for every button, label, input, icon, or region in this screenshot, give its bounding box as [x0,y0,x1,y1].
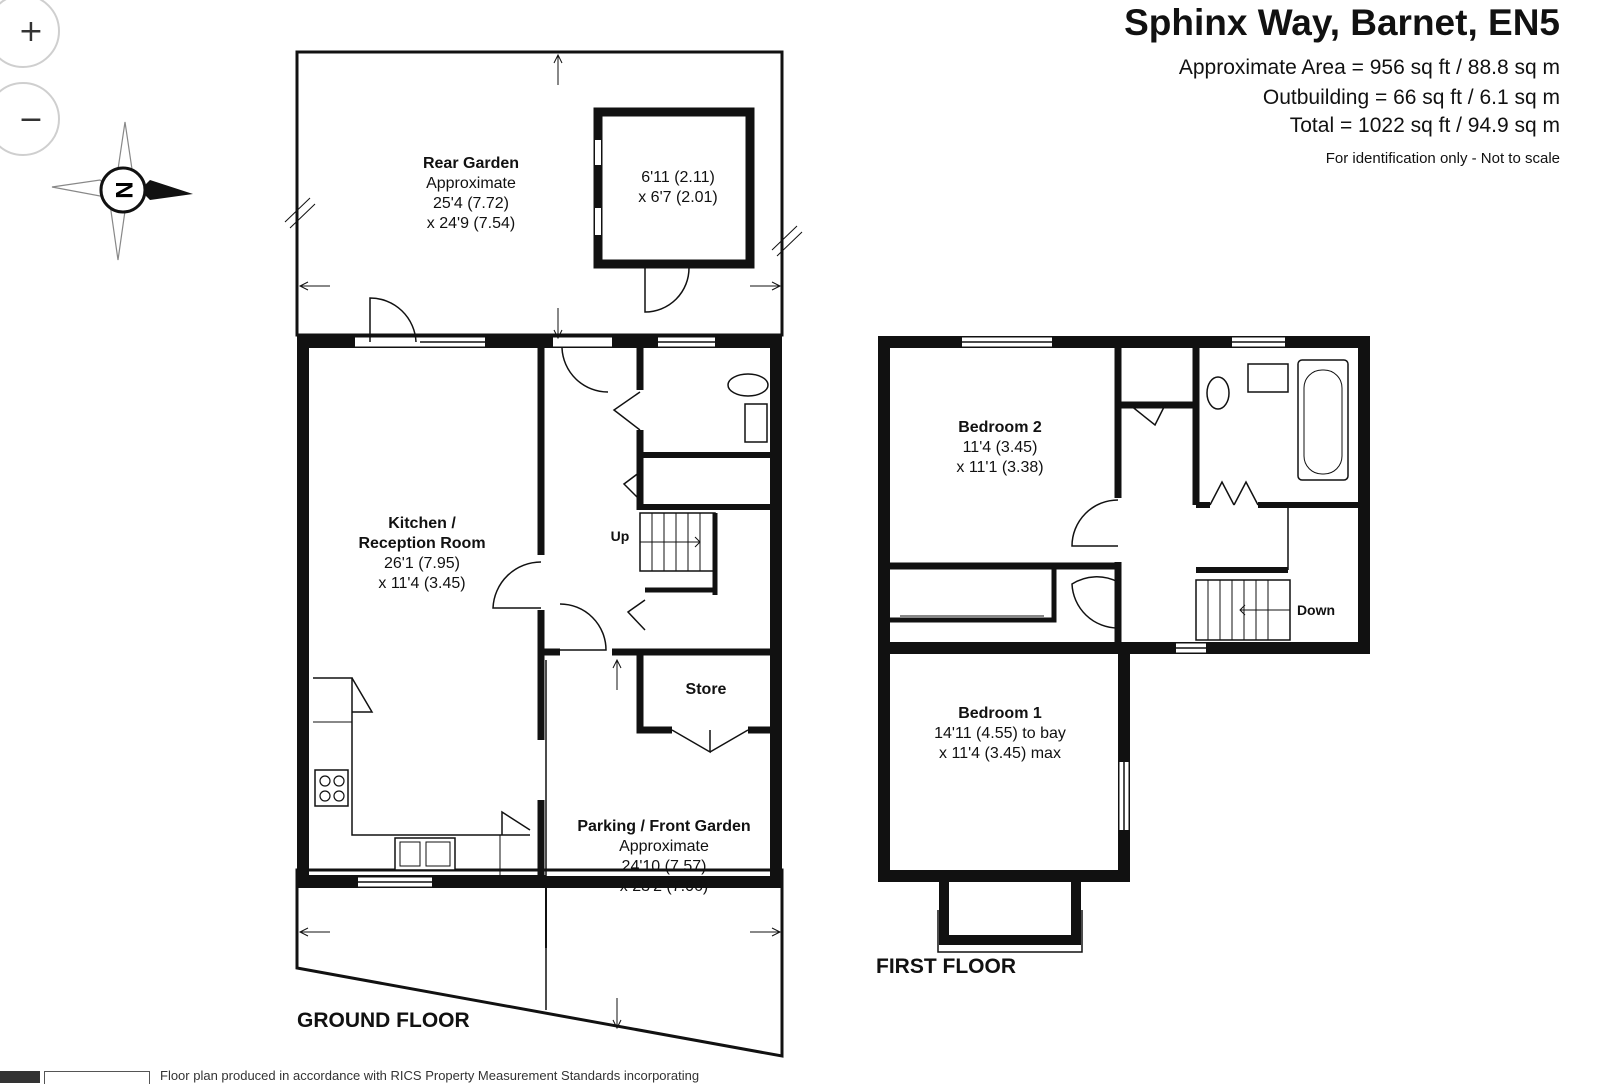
bedroom1-name: Bedroom 1 [958,705,1042,722]
parking-approx: Approximate [619,838,709,855]
parking-dim2: x 23'2 (7.06) [620,878,708,895]
sink-icon [394,837,456,871]
hob-icon [314,769,349,807]
ground-floor-label: GROUND FLOOR [297,1009,470,1032]
bath-icon [1297,359,1349,481]
outbuilding-door-icon [644,267,690,313]
toilet-icon-first [1206,376,1230,410]
bedroom2-name: Bedroom 2 [958,419,1042,436]
kitchen-dim1: 26'1 (7.95) [384,555,460,572]
toilet-icon [727,373,769,397]
back-door-icon [369,297,417,343]
bedroom1-dim1: 14'11 (4.55) to bay [934,725,1066,742]
zoom-out-button[interactable]: − [0,82,60,156]
first-stairs [1195,579,1291,641]
zoom-in-button[interactable]: + [0,0,60,68]
bedroom2-dim2: x 11'1 (3.38) [956,459,1043,476]
ground-stairs [639,512,716,572]
identification-note: For identification only - Not to scale [1325,150,1560,167]
stairs-up-label: Up [611,528,630,544]
store-label: Store [686,681,727,698]
ground-floor-plan: Rear Garden Approximate 25'4 (7.72) x 24… [284,50,803,1058]
first-floor-lower-walls [878,648,1130,882]
first-floor-label: FIRST FLOOR [876,955,1016,978]
bedroom2-dim1: 11'4 (3.45) [963,439,1038,456]
front-garden-outline [295,868,784,1058]
kitchen-dim2: x 11'4 (3.45) [378,575,465,592]
stairs-down-label: Down [1297,602,1335,618]
parking-name: Parking / Front Garden [577,818,750,835]
rear-garden-outline [295,50,784,337]
rear-garden-dim1: 25'4 (7.72) [433,195,509,212]
approximate-area: Approximate Area = 956 sq ft / 88.8 sq m [1178,56,1560,79]
bedroom1-dim2: x 11'4 (3.45) max [939,745,1061,762]
property-title: Sphinx Way, Barnet, EN5 [1124,2,1560,43]
outbuilding-dim2: x 6'7 (2.01) [638,189,718,206]
outbuilding-dim1: 6'11 (2.11) [641,169,715,186]
rear-garden-approx: Approximate [426,175,516,192]
footer-disclaimer: Floor plan produced in accordance with R… [160,1068,700,1083]
parking-dim1: 24'10 (7.57) [622,858,707,875]
footer-badge [44,1071,150,1084]
outbuilding-area: Outbuilding = 66 sq ft / 6.1 sq m [1262,86,1560,109]
kitchen-name-line1: Kitchen / [388,515,456,532]
footer-logo [0,1071,40,1083]
rear-garden-dim2: x 24'9 (7.54) [427,215,515,232]
total-area: Total = 1022 sq ft / 94.9 sq m [1289,114,1560,137]
first-floor-upper-walls [878,336,1370,654]
plus-icon: + [18,13,44,49]
minus-icon: − [18,101,44,137]
kitchen-name-line2: Reception Room [358,535,485,552]
compass-letter: N [110,181,137,198]
basin-icon [744,403,768,443]
basin-icon-first [1247,363,1289,393]
outbuilding [593,107,755,269]
first-floor-plan: Bedroom 2 11'4 (3.45) x 11'1 (3.38) Bedr… [876,336,1370,978]
compass-icon: N [51,121,193,261]
rear-garden-name: Rear Garden [423,155,519,172]
